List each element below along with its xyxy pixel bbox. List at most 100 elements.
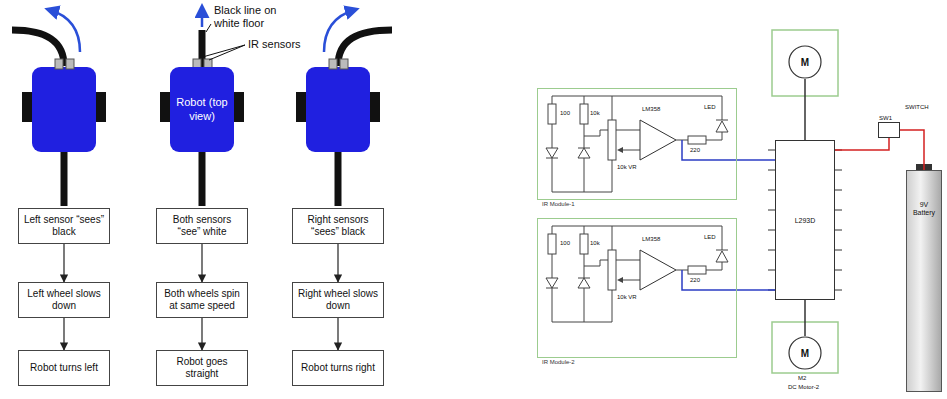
wiper-arrow [617, 147, 623, 153]
ir-sensor [329, 59, 337, 69]
node-text: Right sensors “sees” black [297, 214, 379, 238]
process-box: Robot goes straight [156, 350, 248, 386]
ir-sensor [55, 59, 63, 69]
wheel [22, 92, 32, 122]
component-value: 10k [590, 240, 600, 247]
callout-label: IR sensors [248, 38, 301, 51]
component-value: 220 [690, 147, 700, 154]
process-box: Robot turns left [18, 350, 110, 386]
driver-chip: L293D [775, 140, 835, 300]
opamp-symbol [640, 120, 676, 160]
part-name: M2 [798, 375, 806, 382]
ir-sensor [66, 59, 74, 69]
circuit-wire [835, 138, 889, 150]
motor-symbol: M [788, 45, 822, 79]
robot-body: Robot (top view) [170, 67, 234, 152]
node-text: 9V Battery [908, 201, 940, 218]
component-value: 100 [560, 110, 570, 117]
node-text: M [801, 348, 809, 359]
part-name: SWITCH [905, 104, 929, 111]
node-text: Robot (top view) [173, 96, 231, 122]
black-line [335, 150, 342, 206]
node-text: Robot turns right [301, 362, 375, 374]
motor-symbol: M [788, 336, 822, 370]
flow-arrow [201, 244, 202, 282]
node-text: Robot goes straight [161, 356, 243, 380]
robot-body [306, 67, 370, 152]
supply-rail [552, 96, 722, 192]
part-number: LM358 [642, 236, 660, 243]
battery-cell: 9V Battery [906, 170, 942, 392]
node-text: Both wheels spin at same speed [161, 288, 243, 312]
turn-arrow [324, 10, 354, 52]
wheel [296, 92, 306, 122]
wheel [96, 92, 106, 122]
ir-led-symbol [546, 148, 558, 158]
resistor-symbol [548, 104, 556, 124]
wheel [160, 92, 170, 122]
leader-line [209, 45, 245, 60]
node-text: IR Module-2 [542, 359, 575, 366]
component-value: 10k [590, 110, 600, 117]
node-text: Robot turns left [30, 362, 98, 374]
potentiometer-symbol [608, 120, 616, 160]
photodiode-symbol [578, 148, 590, 158]
circuit-wire [737, 159, 775, 161]
straight-arrow [201, 9, 204, 27]
black-line [199, 151, 206, 206]
flow-arrow [337, 318, 338, 350]
process-box: Left wheel slows down [18, 282, 110, 318]
leader-line [199, 45, 245, 58]
process-box: Left sensor “sees” black [18, 208, 110, 244]
resistor-symbol [580, 104, 588, 124]
process-box: Right wheel slows down [292, 282, 384, 318]
node-text: L293D [795, 217, 816, 224]
circuit-wire [900, 130, 924, 170]
flow-arrow [337, 244, 338, 282]
motor-circle [789, 337, 821, 369]
circuit-wire [804, 79, 806, 140]
wheel [234, 92, 244, 122]
switch-box: SW1 [878, 122, 900, 138]
led-symbol [716, 120, 728, 132]
component-name: LED [704, 104, 716, 111]
node-text: IR Module-1 [542, 201, 575, 208]
ir-sensor [340, 59, 348, 69]
component-value: 100 [560, 240, 570, 247]
circuit-wire [737, 289, 775, 291]
component-value: 10k VR [617, 164, 637, 171]
ir-module-circuit [546, 226, 737, 322]
resistor-symbol [688, 136, 706, 144]
component-value: 10k VR [617, 294, 637, 301]
wire [622, 150, 640, 151]
turn-arrow [50, 10, 80, 52]
circuit-wire [804, 300, 806, 336]
motor-circle [789, 46, 821, 78]
node-text: Left sensor “sees” black [23, 214, 105, 238]
flow-arrow [63, 318, 64, 350]
node-text: Both sensors “see” white [161, 214, 243, 238]
flow-arrow [63, 244, 64, 282]
ir-module-circuit [546, 96, 737, 192]
process-box: Both sensors “see” white [156, 208, 248, 244]
component-name: LED [704, 234, 716, 241]
callout-label: Black line on white floor [214, 4, 288, 29]
component-value: 220 [690, 277, 700, 284]
flow-arrow [201, 318, 202, 350]
leader-line [206, 24, 211, 32]
black-line [61, 150, 68, 206]
signal-wire [682, 140, 737, 160]
process-box: Both wheels spin at same speed [156, 282, 248, 318]
node-text: Left wheel slows down [23, 288, 105, 312]
node-text: M [801, 57, 809, 68]
node-text: SW1 [879, 115, 892, 122]
robot-body [32, 67, 96, 152]
wheel [370, 92, 380, 122]
part-number: LM358 [642, 106, 660, 113]
wire [676, 96, 722, 140]
process-box: Robot turns right [292, 350, 384, 386]
part-name: DC Motor-2 [788, 384, 819, 391]
